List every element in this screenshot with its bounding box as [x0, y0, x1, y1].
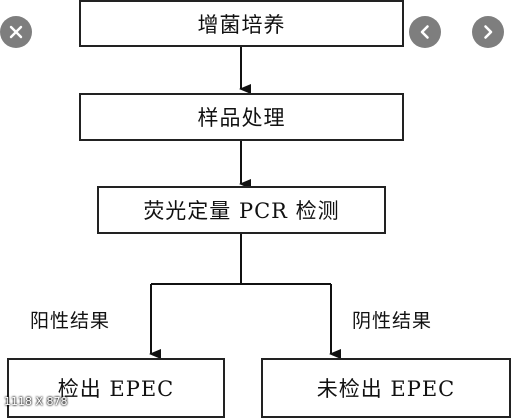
close-button[interactable] [0, 16, 32, 48]
step-label: 样品处理 [197, 106, 286, 130]
chevron-right-icon [484, 25, 493, 39]
previous-image-button[interactable] [409, 16, 441, 48]
step-enrichment-culture: 增菌培养 [79, 0, 404, 47]
positive-result-label: 阳性结果 [30, 310, 111, 332]
negative-result-label: 阴性结果 [352, 310, 433, 332]
step-label: 增菌培养 [197, 12, 286, 37]
outcome-epec-not-detected: 未检出 EPEC [261, 358, 511, 418]
outcome-epec-detected: 检出 EPEC [7, 358, 225, 418]
step-sample-processing: 样品处理 [79, 93, 404, 141]
step-label: 荧光定量 PCR 检测 [143, 199, 340, 223]
chevron-left-icon [420, 25, 429, 39]
outcome-label: 未检出 EPEC [316, 377, 456, 401]
image-dimensions-label: 1118 X 878 [4, 395, 68, 408]
step-qpcr-detection: 荧光定量 PCR 检测 [97, 186, 386, 234]
next-image-button[interactable] [472, 16, 504, 48]
outcome-label: 检出 EPEC [57, 377, 175, 401]
close-icon [9, 25, 23, 39]
